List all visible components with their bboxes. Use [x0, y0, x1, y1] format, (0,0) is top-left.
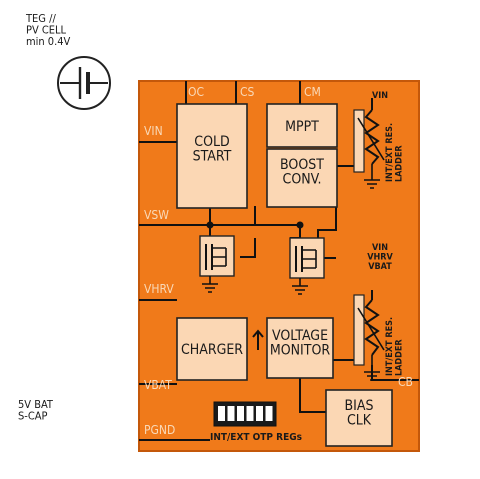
bias-clk-block [325, 389, 393, 447]
resistor-ladder-top [353, 109, 385, 189]
resistor-ladder-bottom [353, 294, 385, 381]
pin-cm: CM [304, 85, 321, 99]
ladder-top-label: INT/EXT RES.LADDER [385, 123, 404, 182]
mosfet-icon [289, 221, 325, 295]
pin-vsw: VSW [144, 208, 169, 222]
otp-register-switches [213, 401, 277, 427]
arrow-icon [252, 329, 264, 350]
mosfet-icon [199, 221, 235, 293]
pin-vbat: VBAT [144, 378, 172, 392]
ladder-top-inputs: VIN [372, 91, 388, 101]
pin-vhrv: VHRV [144, 282, 174, 296]
otp-switch [218, 406, 225, 421]
pin-pgnd: PGND [144, 423, 175, 437]
otp-switch [246, 406, 254, 421]
cold-start-block [176, 103, 248, 209]
otp-switch [237, 406, 244, 421]
battery-cell-icon [57, 56, 111, 110]
otp-label: INT/EXT OTP REGs [210, 432, 302, 443]
pin-vin: VIN [144, 124, 163, 138]
otp-switch [227, 406, 235, 421]
otp-switch [265, 406, 273, 421]
otp-switch [256, 406, 263, 421]
voltage-monitor-block [266, 317, 334, 379]
charger-label: CHARGER [181, 342, 243, 358]
pin-oc: OC [188, 85, 204, 99]
pin-cb: CB [398, 375, 413, 389]
mppt-label: MPPT [285, 119, 319, 135]
pin-cs: CS [240, 85, 255, 99]
ladder-bottom-label: INT/EXT RES.LADDER [385, 317, 404, 376]
charger-block [176, 317, 248, 381]
mppt-block [266, 103, 338, 148]
boost-block [266, 148, 338, 208]
